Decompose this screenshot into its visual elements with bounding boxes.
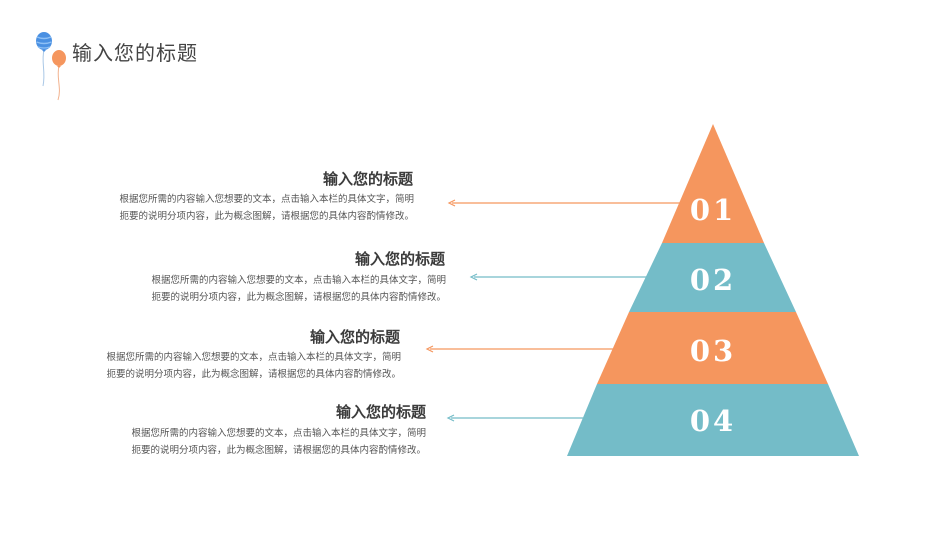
pyramid-number-1: 01 [690, 193, 736, 227]
item-title-2: 输入您的标题 [354, 250, 445, 268]
balloons-icon [36, 32, 66, 101]
pyramid-layer-3 [597, 312, 828, 384]
item-desc-4: 根据您所需的内容输入您想要的文本，点击输入本栏的具体文字，简明 扼要的说明分项内… [131, 425, 426, 459]
item-desc-4-line-1: 根据您所需的内容输入您想要的文本，点击输入本栏的具体文字，简明 [131, 428, 426, 439]
page-title: 输入您的标题 [72, 41, 198, 65]
item-desc-2-line-2: 扼要的说明分项内容，此为概念图解，请根据您的具体内容酌情修改。 [151, 292, 446, 303]
pyramid-layer-2 [629, 243, 796, 312]
item-desc-2-line-1: 根据您所需的内容输入您想要的文本，点击输入本栏的具体文字，简明 [151, 275, 446, 286]
item-desc-1-line-2: 扼要的说明分项内容，此为概念图解，请根据您的具体内容酌情修改。 [119, 211, 414, 222]
connector-arrow-2 [469, 273, 648, 281]
pyramid-number-4: 04 [690, 404, 736, 438]
item-desc-4-line-2: 扼要的说明分项内容，此为概念图解，请根据您的具体内容酌情修改。 [131, 445, 426, 456]
item-desc-1: 根据您所需的内容输入您想要的文本，点击输入本栏的具体文字，简明 扼要的说明分项内… [119, 191, 414, 225]
item-title-3: 输入您的标题 [309, 328, 400, 346]
pyramid-number-3: 03 [690, 334, 736, 368]
item-desc-1-line-1: 根据您所需的内容输入您想要的文本，点击输入本栏的具体文字，简明 [119, 194, 414, 205]
connector-arrow-1 [447, 199, 680, 207]
pyramid-layer-4 [567, 384, 859, 456]
item-title-1: 输入您的标题 [322, 170, 413, 188]
item-desc-2: 根据您所需的内容输入您想要的文本，点击输入本栏的具体文字，简明 扼要的说明分项内… [151, 272, 446, 306]
item-desc-3: 根据您所需的内容输入您想要的文本，点击输入本栏的具体文字，简明 扼要的说明分项内… [106, 349, 401, 383]
pyramid-layer-1 [662, 124, 764, 243]
connector-arrow-3 [425, 345, 615, 353]
connector-arrow-4 [446, 414, 583, 422]
pyramid-number-2: 02 [690, 263, 736, 297]
item-title-4: 输入您的标题 [335, 403, 426, 421]
item-desc-3-line-1: 根据您所需的内容输入您想要的文本，点击输入本栏的具体文字，简明 [106, 352, 401, 363]
item-desc-3-line-2: 扼要的说明分项内容，此为概念图解，请根据您的具体内容酌情修改。 [106, 369, 401, 380]
